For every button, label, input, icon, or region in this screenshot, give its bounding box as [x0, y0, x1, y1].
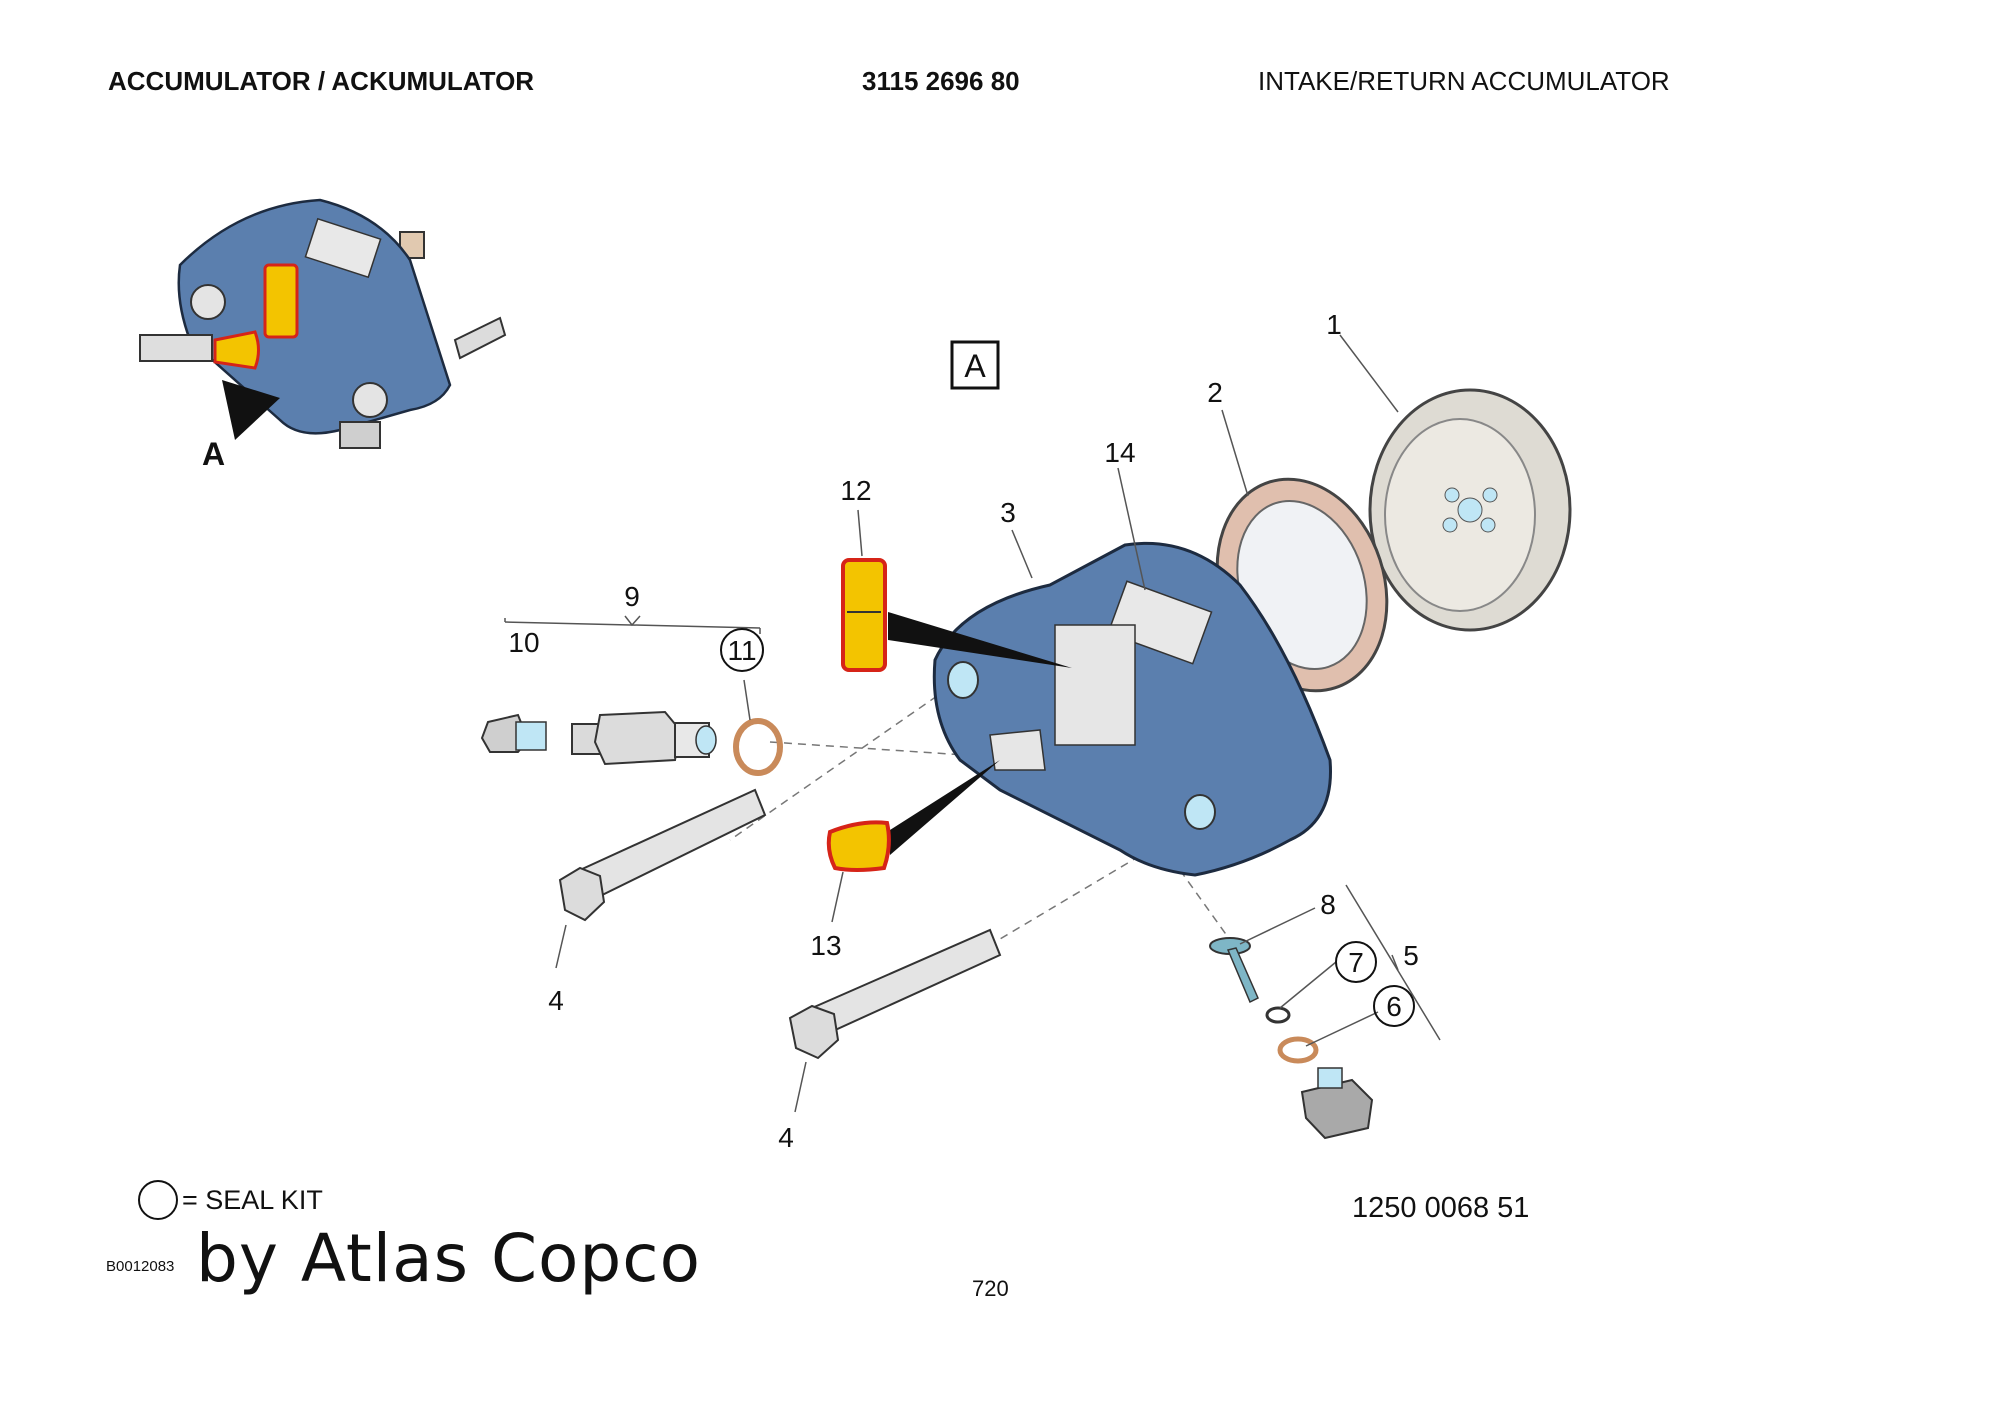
view-marker-box — [950, 340, 1000, 390]
seal-kit-legend-circle — [138, 1180, 178, 1220]
fitting-part-10 — [480, 713, 547, 753]
label-12-pointer — [888, 612, 1072, 668]
callout-4-upper: 4 — [548, 985, 564, 1016]
callout-5: 5 — [1403, 940, 1419, 971]
callout-13: 13 — [810, 930, 841, 961]
washer-part-7 — [1265, 1006, 1291, 1024]
bolt-part-4-lower — [788, 928, 1002, 1060]
callout-10: 10 — [508, 627, 539, 658]
callout-7: 7 — [1348, 947, 1364, 978]
seal-kit-circle-7 — [1335, 941, 1377, 983]
seal-kit-circle-11 — [720, 628, 764, 672]
page-number: 720 — [972, 1276, 1009, 1301]
valve-pin-part-8 — [1209, 937, 1259, 1004]
seal-kit-circle-6 — [1373, 985, 1415, 1027]
warning-label-part-12 — [841, 558, 887, 672]
callout-2: 2 — [1207, 377, 1223, 408]
seal-part-6 — [1277, 1036, 1319, 1064]
leader-lines — [504, 334, 1441, 1113]
header-part-number: 3115 2696 80 — [862, 66, 1020, 96]
label-part-13 — [826, 820, 891, 872]
callout-6: 6 — [1386, 991, 1402, 1022]
bolt-part-4-upper — [558, 788, 767, 922]
housing-part-3 — [932, 541, 1332, 877]
label-13-pointer — [890, 760, 1000, 855]
brand-watermark: by Atlas Copco — [196, 1220, 701, 1297]
callout-3: 3 — [1000, 497, 1016, 528]
callout-11: 11 — [727, 635, 756, 666]
document-code: B0012083 — [106, 1258, 175, 1275]
adapter-part-9 — [571, 710, 717, 766]
view-marker-label: A — [964, 348, 986, 384]
callout-8: 8 — [1320, 889, 1336, 920]
plug-part-5 — [1300, 1067, 1374, 1140]
callout-14: 14 — [1104, 437, 1135, 468]
o-ring-part-11 — [733, 718, 783, 776]
overview-illustration — [139, 198, 507, 449]
callout-12: 12 — [840, 475, 871, 506]
seal-kit-legend-text: = SEAL KIT — [182, 1184, 323, 1215]
seal-kit-legend: = SEAL KIT — [138, 1180, 323, 1220]
callout-4-lower: 4 — [778, 1122, 794, 1153]
header-title: ACCUMULATOR / ACKUMULATOR — [108, 66, 535, 96]
callout-9: 9 — [624, 581, 640, 612]
header-subtitle: INTAKE/RETURN ACCUMULATOR — [1258, 66, 1670, 96]
drawing-number: 1250 0068 51 — [1352, 1192, 1530, 1224]
callout-1: 1 — [1326, 309, 1342, 340]
detail-label: A — [202, 436, 225, 472]
